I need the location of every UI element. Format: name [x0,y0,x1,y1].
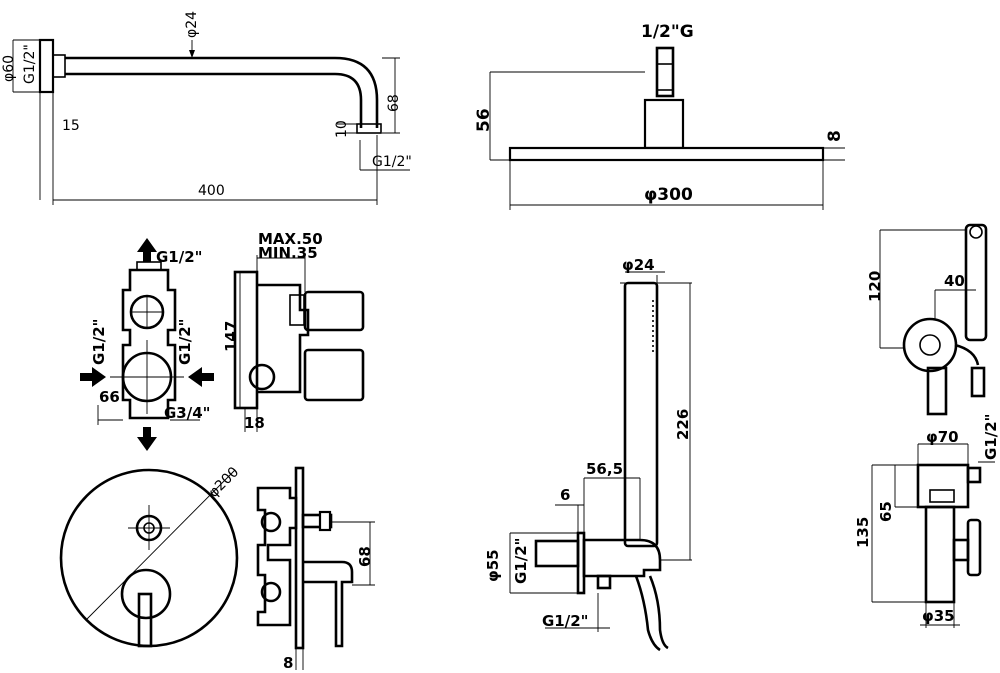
hand-diameter-label: φ24 [622,256,655,274]
arm-outlet-length-label: 10 [334,120,350,138]
box-outlet-bottom-label: G3/4" [164,404,210,422]
hand-shower-view: φ24 226 56,5 6 φ55 G1/2" G1/2" [484,256,692,652]
wall-plate [59,468,239,648]
arrow-up-icon [137,238,157,262]
box-inlet-left-label: G1/2" [90,319,108,365]
head-thickness-label: 8 [825,130,845,142]
box-width-label: 66 [99,388,120,406]
head-connector [655,46,675,98]
valve-base-label: φ35 [922,607,955,625]
valve-stem [924,505,956,604]
concealed-box-side: MAX.50 MIN.35 147 18 [222,230,365,432]
hand-shower-body [623,281,659,548]
flange-diameter-label: φ60 [1,55,17,82]
wall-elbow [582,538,662,578]
stop-valve-view: φ70 G1/2" 65 135 φ35 [854,414,1000,628]
elbow-outlet-label: G1/2" [542,612,588,630]
shower-arm-view: φ24 φ60 G1/2" 15 400 68 10 G1/2" [1,11,412,205]
wall-plate-side: 68 8 [256,466,375,672]
wall-flange [38,38,55,94]
head-plate [508,146,825,162]
bidet-spray-head [964,223,988,342]
elbow-diameter-label: φ55 [484,549,502,582]
arrow-down-icon [137,427,157,451]
elbow-offset-label: 6 [560,486,570,504]
concealed-box-front: G1/2" G1/2" G1/2" 66 G3/4" [80,238,214,451]
arm-diameter-label: φ24 [184,11,200,38]
arm-outlet-thread-label: G1/2" [372,154,412,170]
bidet-spray-view: 120 40 [866,223,988,416]
mixer-handle-label: 68 [356,546,374,567]
box-body [121,268,177,420]
valve-body [916,463,970,509]
arm-outlet [356,123,382,134]
arm-drop-label: 68 [386,94,402,112]
box-height-label: 147 [222,321,240,352]
valve-diameter-label: φ70 [926,428,959,446]
head-height-label: 56 [474,108,494,132]
elbow-inlet-label: G1/2" [512,538,530,584]
bidet-height-label: 120 [866,271,884,302]
elbow-inlet [534,539,580,568]
shower-arm [65,56,379,128]
head-thread-label: 1/2"G [641,22,694,42]
wall-plate-front: φ200 [59,464,243,648]
valve-knob [966,518,982,577]
valve-thread-label: G1/2" [982,414,1000,460]
box-inlet-right-label: G1/2" [176,319,194,365]
box-front-label: 18 [244,414,265,432]
bidet-width-label: 40 [944,272,965,290]
arm-wall-depth-label: 15 [62,118,80,134]
box-depth-max-label: MAX.50 [258,230,323,248]
valve-height-label: 65 [877,501,895,522]
shower-head-view: 1/2"G 56 8 φ300 [474,22,845,210]
bidet-holder [902,317,958,373]
mixer-plate-label: 8 [283,654,293,672]
box-depth-min-label: MIN.35 [258,244,318,262]
mixer-handle-base [120,568,172,620]
plate-diameter-label: φ200 [206,464,243,501]
arrow-left-icon [188,367,214,387]
arm-nut [52,54,66,78]
elbow-depth-label: 56,5 [586,460,623,478]
valve-total-label: 135 [854,517,872,548]
arm-length-label: 400 [198,183,225,199]
hose-icon [634,575,661,652]
head-diameter-label: φ300 [644,185,693,205]
hand-length-label: 226 [674,409,692,440]
box-outlet-top-label: G1/2" [156,248,202,266]
head-mount [643,98,685,150]
arm-inlet-thread-label: G1/2" [22,44,38,84]
box-side-body [257,283,310,394]
arrow-right-icon [80,367,106,387]
mixer-lever [137,592,153,648]
